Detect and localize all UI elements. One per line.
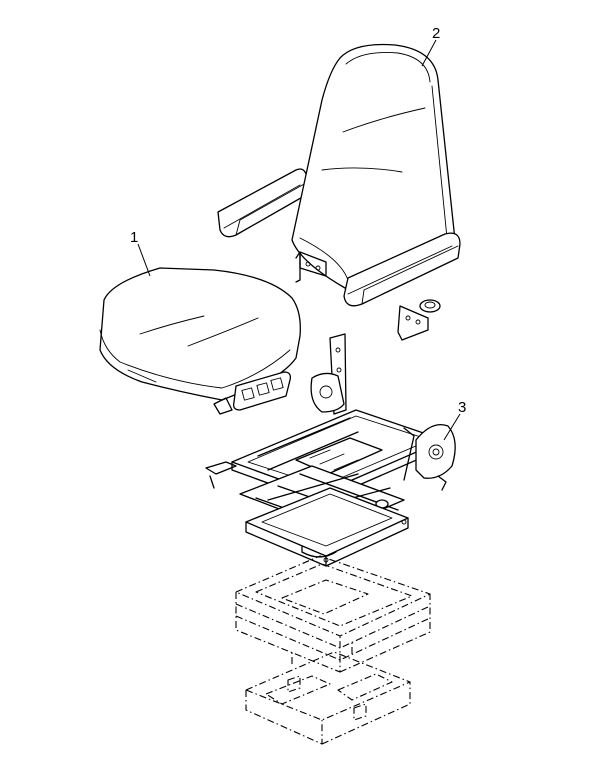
callout-2: 2 — [421, 25, 440, 67]
callout-1-label: 1 — [130, 229, 138, 246]
seat-suspension — [205, 333, 456, 567]
seat-back — [217, 43, 461, 341]
callout-1: 1 — [130, 229, 151, 277]
callout-3-label: 3 — [458, 399, 466, 416]
seat-cushion — [99, 267, 301, 415]
seat-base-dashed — [235, 555, 431, 745]
callout-2-label: 2 — [432, 25, 440, 42]
callout-3: 3 — [443, 399, 466, 441]
